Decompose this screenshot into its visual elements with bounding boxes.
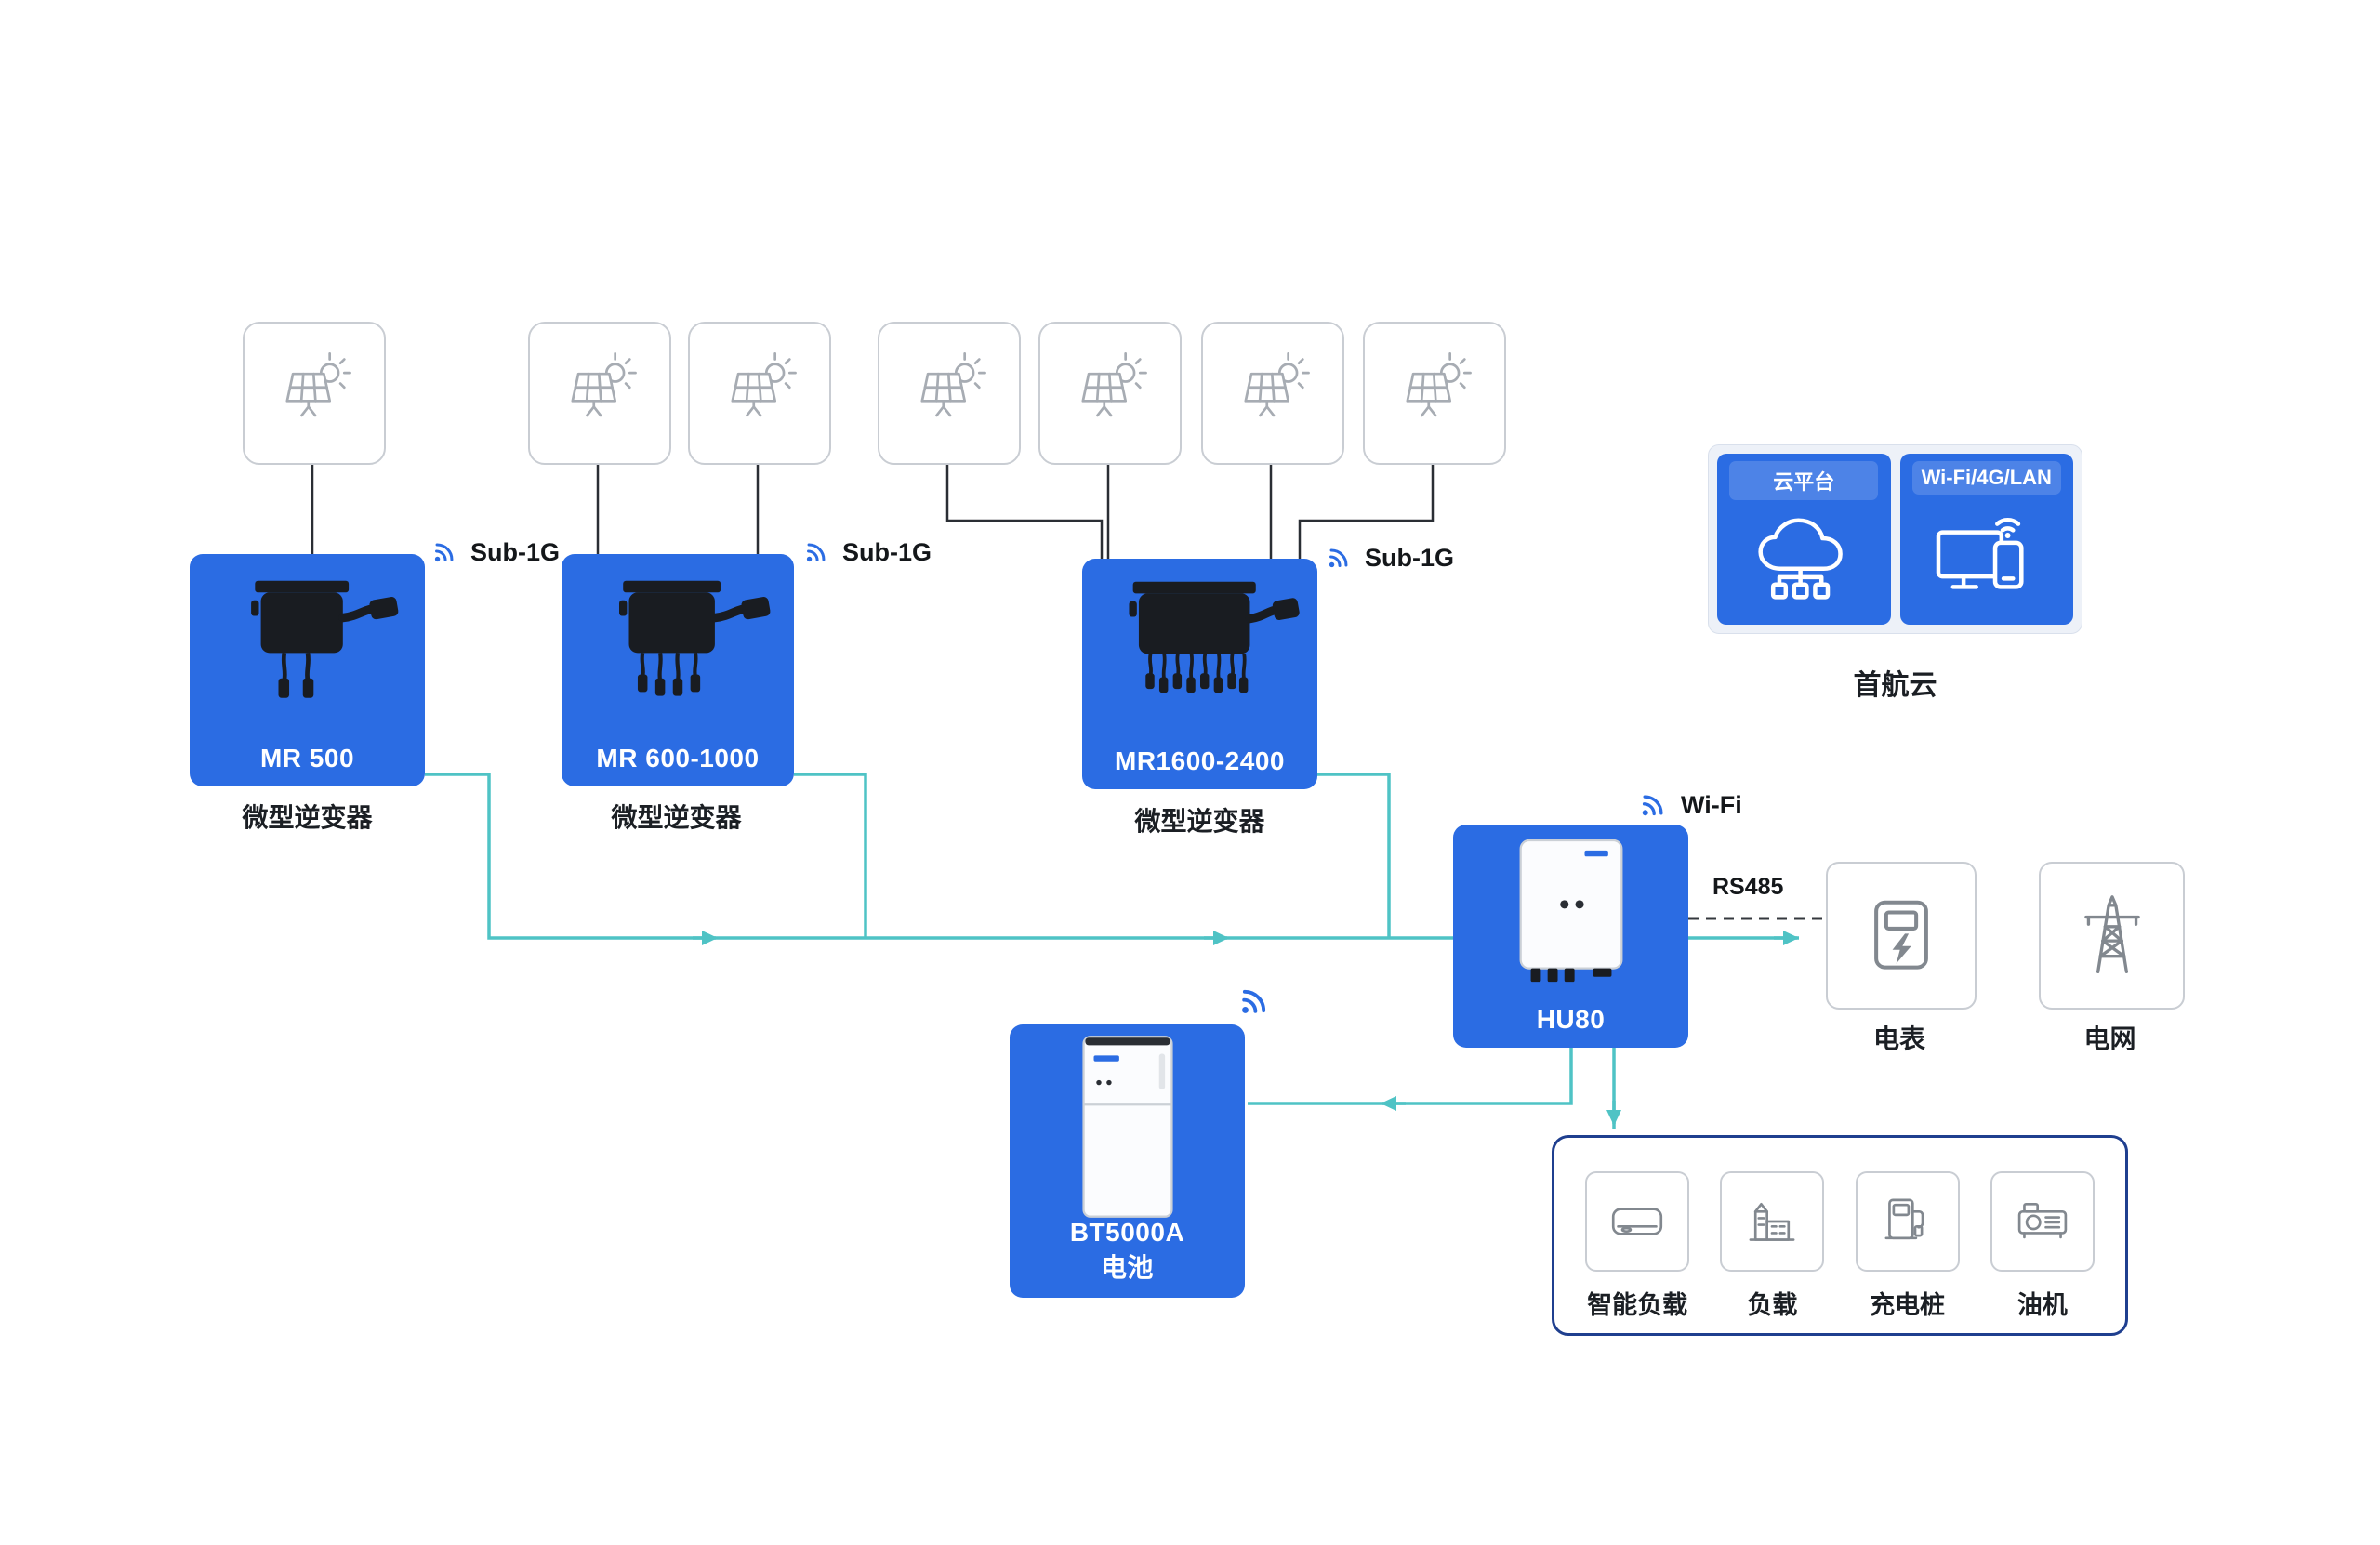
cloud-platform-card: 云平台 [1717,454,1891,625]
wireless-signal-icon [1223,971,1284,1031]
connectivity-header: Wi-Fi/4G/LAN [1911,461,2061,495]
solar-panel-4 [878,322,1021,465]
smart-load-icon [1585,1171,1690,1272]
battery-device [1081,1036,1173,1218]
loads-group: 智能负载 负载 充电桩 油机 [1552,1135,2128,1336]
load-item-load: 负载 [1720,1171,1825,1321]
solar-panel-7 [1363,322,1506,465]
cloud-name-label: 首航云 [1853,670,1937,701]
battery-bt5000a: BT5000A 电池 [1010,1024,1245,1298]
solar-panel-1 [243,322,386,465]
solar-panel-6 [1201,322,1344,465]
connectivity-card: Wi-Fi/4G/LAN [1899,454,2073,625]
radio-label: Sub-1G [470,537,561,566]
battery-model-label: BT5000A [1069,1218,1185,1247]
inverter-model-label: MR 500 [259,744,355,772]
cloud-platform-group: 云平台 Wi-Fi/4G/LAN [1708,444,2082,634]
microinverter-device [1128,581,1300,693]
microinverter-device [619,580,771,696]
solar-panel-5 [1038,322,1182,465]
load-item-generator: 油机 [1990,1171,2095,1321]
hub-model-label: HU80 [1536,1005,1606,1034]
power-grid-tower-icon [2083,894,2140,973]
solar-panel-3 [688,322,831,465]
ev-charger-icon [1855,1171,1960,1272]
inverter-type-label: 微型逆变器 [1134,807,1265,836]
solar-panel-icon [571,351,637,417]
solar-panel-icon [1406,351,1472,417]
radio-label: Wi-Fi [1681,790,1742,819]
wireless-signal-icon [1316,535,1363,582]
radio-label: Sub-1G [1365,543,1455,572]
inverter-mr1600-2400: MR1600-2400 [1082,559,1317,789]
load-label: 智能负载 [1587,1291,1688,1319]
radio-wifi-hub: Wi-Fi [1634,786,1742,824]
meter-tile [1826,862,1977,1010]
radio-sub1g-3: Sub-1G [1322,541,1454,574]
battery-type-label: 电池 [1100,1253,1154,1282]
cloud-network-icon [1749,500,1858,625]
radio-sub1g-1: Sub-1G [428,535,560,569]
solar-panel-icon [1081,351,1147,417]
generator-icon [1990,1171,2095,1272]
inverter-type-label: 微型逆变器 [242,803,373,832]
solar-panel-icon [285,351,351,417]
solar-panel-icon [1244,351,1310,417]
inverter-type-label: 微型逆变器 [611,803,742,832]
load-item-ev-charger: 充电桩 [1855,1171,1960,1321]
load-building-icon [1720,1171,1825,1272]
meter-label: 电表 [1872,1024,1925,1053]
solar-panel-2 [528,322,671,465]
inverter-model-label: MR 600-1000 [596,744,760,772]
load-item-smart-load: 智能负载 [1585,1171,1690,1321]
inverter-model-label: MR1600-2400 [1115,746,1285,775]
grid-tile [2039,862,2185,1010]
wireless-signal-icon [1627,779,1680,832]
grid-label: 电网 [2083,1024,2136,1053]
cloud-platform-header: 云平台 [1729,461,1879,500]
monitor-phone-icon [1932,495,2042,625]
inverter-mr500: MR 500 [190,554,425,786]
load-label: 充电桩 [1870,1291,1946,1319]
load-label: 油机 [2016,1291,2068,1319]
inverter-mr600-1000: MR 600-1000 [562,554,794,786]
wireless-signal-icon [421,529,469,576]
energy-meter-icon [1874,900,1928,970]
hub-hu80: HU80 [1453,825,1688,1048]
rs485-label: RS485 [1712,874,1784,900]
radio-wifi-battery [1233,980,1276,1023]
microinverter-device [250,580,398,698]
hybrid-inverter-device [1519,839,1622,983]
solar-panel-icon [920,351,986,417]
load-label: 负载 [1747,1291,1798,1319]
wireless-signal-icon [793,529,840,576]
radio-label: Sub-1G [842,537,932,566]
radio-sub1g-2: Sub-1G [800,535,932,569]
solar-panel-icon [731,351,797,417]
